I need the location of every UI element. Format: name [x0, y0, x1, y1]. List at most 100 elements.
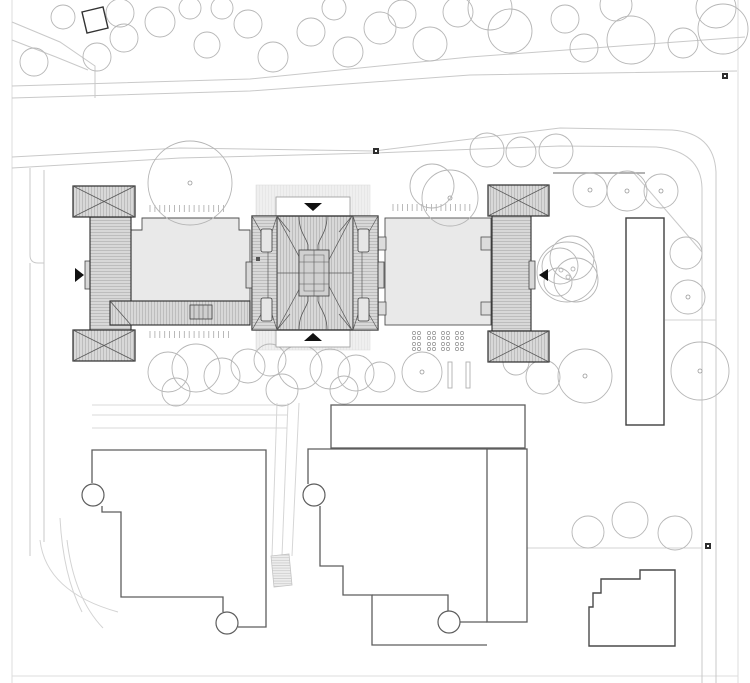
- bollard-grid: [432, 331, 436, 335]
- tree-canopy: [643, 173, 679, 209]
- tree-canopy: [193, 31, 221, 59]
- tree-canopy: [669, 236, 703, 270]
- tree-canopy: [606, 15, 656, 65]
- tree-canopy: [541, 247, 579, 285]
- tree-canopy: [606, 170, 648, 212]
- ramp-stairs: [270, 553, 293, 588]
- bollard-grid: [446, 347, 450, 351]
- road-arc-2: [66, 539, 104, 629]
- bollard-grid: [460, 342, 464, 346]
- bollard-grid: [446, 336, 450, 340]
- bollard-grid: [455, 331, 459, 335]
- tree-canopy: [337, 354, 375, 392]
- road-diag-1: [11, 21, 96, 87]
- south-bar-building: [330, 404, 526, 449]
- roof-dormer: [260, 297, 273, 322]
- bollard-grid: [460, 347, 464, 351]
- tree-trunk-dot: [587, 187, 593, 193]
- tree-canopy: [178, 0, 202, 20]
- tree-canopy: [571, 515, 605, 549]
- bollard-grid: [460, 331, 464, 335]
- tree-canopy: [525, 359, 561, 395]
- pavilion-southeast-hip-x: [487, 330, 550, 363]
- entrance-arrow-south: [304, 333, 322, 341]
- bollard-grid: [427, 331, 431, 335]
- tree-canopy: [657, 515, 693, 551]
- tree-canopy: [570, 266, 576, 272]
- tree-canopy: [329, 375, 359, 405]
- tree-trunk-dot: [624, 188, 630, 194]
- bollard-grid: [441, 331, 445, 335]
- tree-canopy: [161, 377, 191, 407]
- tree-canopy: [599, 0, 633, 22]
- central-skylight-grid: [299, 250, 329, 296]
- bollard-grid: [412, 336, 416, 340]
- tree-canopy: [321, 0, 347, 21]
- tree-canopy: [611, 501, 649, 539]
- tree-canopy: [387, 0, 417, 29]
- tree-canopy: [364, 361, 396, 393]
- bollard-grid: [432, 347, 436, 351]
- tree-canopy: [296, 17, 326, 47]
- pavilion-northwest-hip-x: [72, 185, 136, 218]
- bollard-grid: [427, 347, 431, 351]
- plaza-tab: [480, 301, 492, 316]
- tree-canopy: [363, 11, 397, 45]
- bollard-grid: [417, 336, 421, 340]
- left-courtyard: [130, 217, 251, 302]
- tree-canopy: [558, 267, 564, 273]
- tree-canopy: [421, 169, 479, 227]
- south-middle-building-outline-3: [372, 594, 449, 611]
- entrance-arrow-north: [304, 203, 322, 211]
- tree-canopy: [19, 47, 49, 77]
- tree-canopy: [233, 9, 263, 39]
- tree-canopy: [332, 36, 364, 68]
- utility-marker-center: [724, 75, 726, 77]
- ramp-edge-3: [291, 402, 300, 557]
- south-wing-hip: [109, 300, 132, 326]
- tree-canopy: [171, 343, 221, 393]
- street-left-1: [29, 168, 44, 264]
- tree-canopy: [550, 4, 580, 34]
- tree-canopy: [230, 348, 266, 384]
- corner-tower: [302, 483, 326, 507]
- bollard-grid: [417, 331, 421, 335]
- ramp-edge-2: [281, 402, 289, 557]
- bollard-grid: [441, 347, 445, 351]
- tree-canopy: [536, 241, 598, 303]
- bollard-grid: [427, 342, 431, 346]
- tree-canopy: [210, 0, 234, 20]
- tree-canopy: [670, 279, 706, 315]
- tree-canopy: [553, 257, 599, 303]
- bench: [465, 361, 471, 389]
- tree-canopy: [487, 8, 533, 54]
- road-arc-3: [59, 517, 83, 613]
- road-mid-1: [11, 127, 717, 683]
- south-middle-building-outline-2: [319, 506, 487, 646]
- tree-canopy: [572, 172, 608, 208]
- corner-tower: [437, 610, 461, 634]
- south-wing-roof: [109, 300, 251, 326]
- tree-canopy: [467, 0, 513, 31]
- tree-canopy: [309, 348, 351, 390]
- tree-trunk-dot: [419, 369, 425, 375]
- chimney: [256, 257, 260, 261]
- tree-canopy: [257, 41, 289, 73]
- entrance-arrow-east: [539, 269, 548, 281]
- south-wing-skylight-lines: [193, 305, 209, 319]
- tree-canopy: [253, 343, 287, 377]
- bollard-grid: [446, 331, 450, 335]
- plaza-tab: [480, 236, 492, 251]
- tree-canopy: [697, 3, 749, 55]
- tree-canopy: [50, 4, 76, 30]
- ramp-edge-1: [271, 402, 278, 557]
- corner-tower: [215, 611, 239, 635]
- tree-canopy: [265, 373, 299, 407]
- pavilion-southwest-hip-x: [72, 329, 136, 362]
- roof-dormer: [357, 297, 370, 322]
- tree-canopy: [105, 0, 135, 28]
- roof-dormer: [357, 228, 370, 253]
- tree-trunk-dot: [447, 195, 453, 201]
- tree-canopy: [82, 42, 112, 72]
